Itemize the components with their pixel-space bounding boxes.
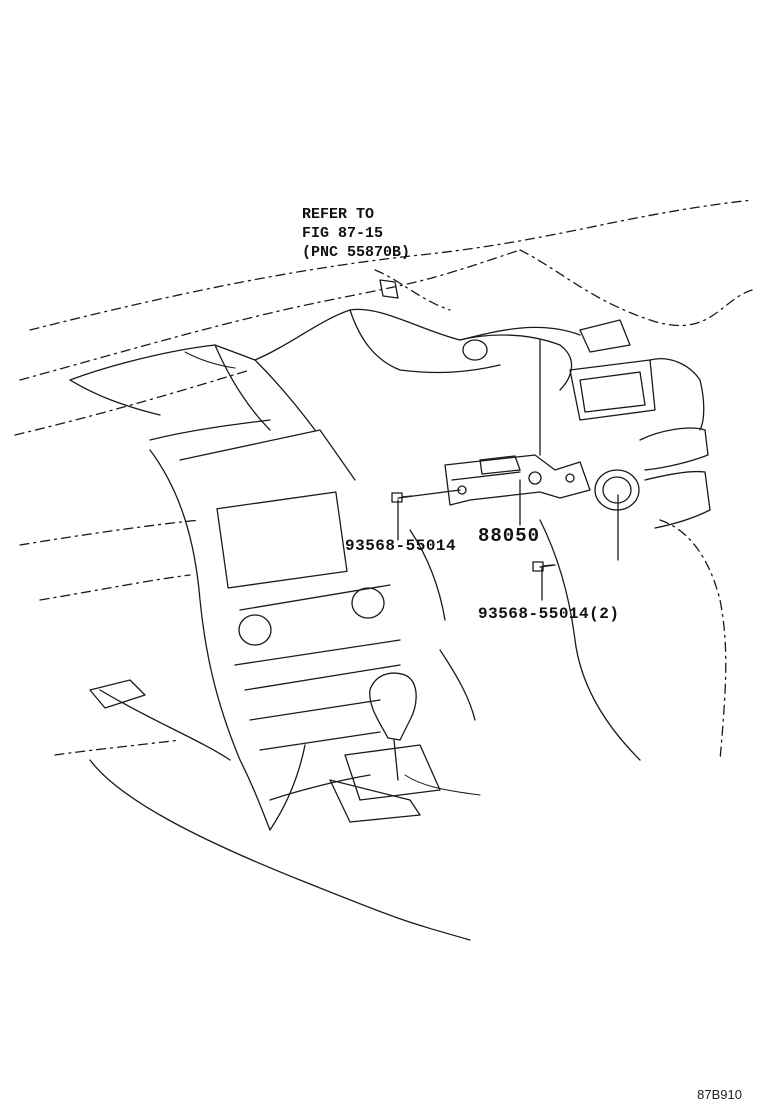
bolt-right-icon: [532, 561, 554, 572]
bracket-88050-drawing: [444, 454, 591, 506]
right-dash-section: [439, 319, 727, 761]
bolt-left-icon: [391, 492, 413, 503]
instrument-hood: [69, 308, 581, 441]
callout-bolt-right[interactable]: 93568-55014(2): [478, 605, 620, 623]
center-console: [89, 429, 446, 831]
reference-note-line1: REFER TO: [302, 206, 375, 223]
dashboard-outline: [14, 199, 753, 941]
callout-bracket-88050[interactable]: 88050: [478, 525, 541, 547]
callout-bolt-left[interactable]: 93568-55014: [345, 537, 457, 555]
reference-note-line3: (PNC 55870B): [302, 244, 411, 261]
leader-lines: [397, 339, 619, 601]
reference-note: REFER TO FIG 87-15 (PNC 55870B): [302, 207, 410, 264]
reference-note-line2: FIG 87-15: [302, 225, 384, 242]
reference-leader: [374, 269, 451, 311]
shift-lever: [329, 672, 481, 823]
sheet-code: 87B910: [697, 1087, 742, 1102]
